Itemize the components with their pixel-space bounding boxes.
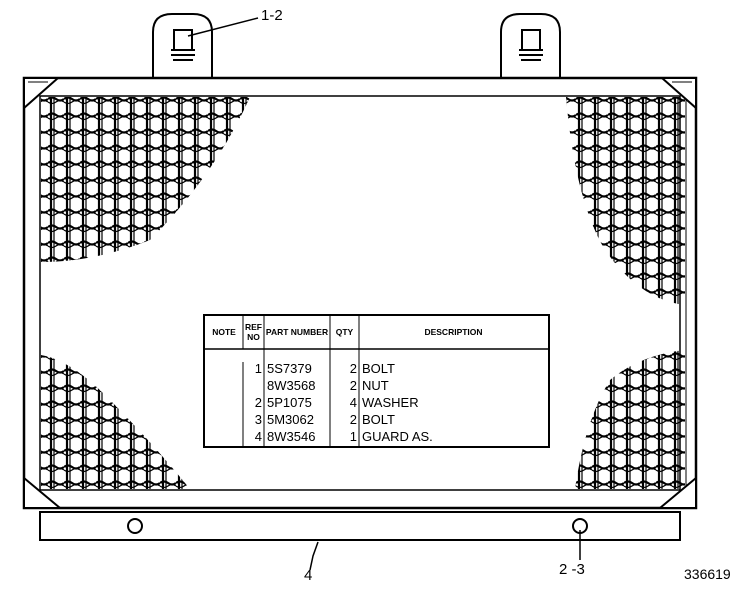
table-row-ref: 3 [254, 412, 262, 427]
header-description: DESCRIPTION [424, 326, 483, 337]
table-row-qty: 4 [349, 395, 357, 410]
parts-table-rules [205, 316, 548, 446]
table-row-part-number: 5S7379 [267, 361, 312, 376]
wire-mesh-bottom-left [41, 355, 190, 489]
figure-id: 336619 [684, 566, 731, 582]
corner-gusset-bottom-right [657, 475, 697, 509]
header-note: NOTE [212, 326, 236, 337]
callout-label-top: 1-2 [261, 7, 283, 24]
corner-gusset-bottom-left [23, 475, 63, 509]
table-row-part-number: 5M3062 [267, 412, 314, 427]
table-row-ref [243, 377, 262, 394]
callout-leader-top [187, 17, 259, 37]
table-row-part-number: 8W3546 [267, 429, 316, 444]
table-row-ref: 1 [254, 361, 262, 376]
header-qty: QTY [335, 326, 354, 337]
wire-mesh-top-right [566, 97, 685, 305]
table-row-description: BOLT [362, 361, 395, 376]
table-row-description: GUARD AS. [362, 429, 433, 444]
table-row-ref: 2 [254, 395, 262, 410]
table-row-part-number: 8W3568 [267, 378, 316, 393]
header-part-number: PART NUMBER [265, 326, 329, 337]
callout-label-bottom-left: 4 [304, 567, 313, 584]
table-row-qty: 1 [349, 429, 357, 444]
parts-table: NOTE REF NO PART NUMBER QTY DESCRIPTION … [203, 314, 550, 448]
wire-mesh-bottom-right [575, 350, 685, 489]
table-row-description: WASHER [362, 395, 419, 410]
table-row-description: NUT [362, 378, 389, 393]
callout-label-bottom-right: 2 -3 [559, 561, 585, 578]
header-ref-no: REF NO [245, 322, 262, 342]
corner-gusset-top-right [659, 77, 697, 111]
corner-gusset-top-left [23, 77, 61, 111]
mounting-bracket-right [500, 13, 561, 78]
table-row-part-number: 5P1075 [267, 395, 312, 410]
table-row-description: BOLT [362, 412, 395, 427]
callout-leader-bottom-left [309, 541, 319, 571]
bottom-plate [39, 511, 681, 541]
table-row-qty: 2 [349, 378, 357, 393]
wire-mesh-top-left [41, 97, 250, 262]
table-row-qty: 2 [349, 361, 357, 376]
table-row-ref: 4 [254, 429, 262, 444]
mounting-bracket-left [152, 13, 213, 78]
table-row-qty: 2 [349, 412, 357, 427]
